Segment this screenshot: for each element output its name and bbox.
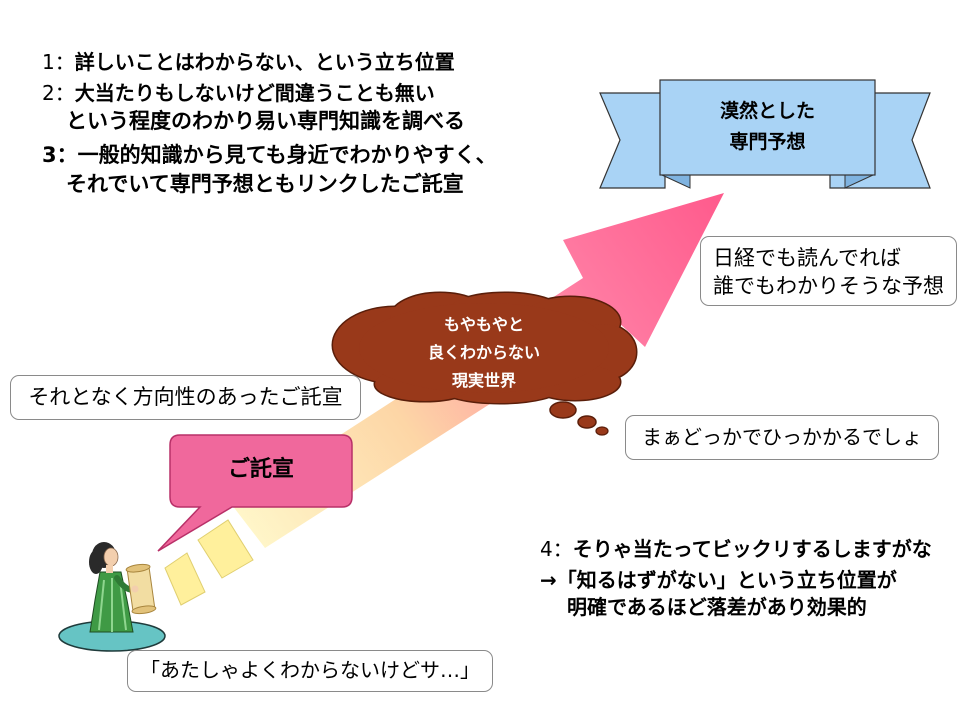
- scroll-paper: [126, 566, 156, 612]
- scroll-roll-bottom: [131, 605, 157, 615]
- arrow-fragment-tile: [164, 552, 206, 606]
- cloud-label-line-3: 現実世界: [451, 371, 516, 390]
- point-2-number: 2：: [42, 81, 75, 105]
- maybe-hit-note-box: まぁどっかでひっかかるでしょ: [625, 415, 939, 460]
- point-4: 4：そりゃ当たってビックリするしますがな: [540, 537, 932, 561]
- thought-bubble: [595, 426, 609, 436]
- cloud-label-line-1: もやもやと: [443, 315, 524, 334]
- point-3-continuation: それでいて専門予想ともリンクしたご託宣: [66, 172, 464, 196]
- direction-note-box: それとなく方向性のあったご託宣: [10, 375, 361, 420]
- figure-hand: [131, 585, 139, 593]
- thought-bubble: [549, 401, 577, 419]
- ribbon-left-fold: [661, 174, 691, 189]
- thought-bubble: [577, 415, 597, 429]
- oracle-callout-label: ご託宣: [227, 457, 294, 482]
- point-2: 2：大当たりもしないけど間違うことも無い: [42, 81, 435, 105]
- thought-cloud: [331, 291, 638, 436]
- figure-dress-stripes: [98, 578, 127, 632]
- point-4-text: そりゃ当たってビックリするしますがな: [572, 537, 932, 561]
- point-3-number: 3：: [42, 143, 78, 167]
- cloud-label: もやもやと 良くわからない 現実世界: [384, 311, 584, 395]
- cloud-label-line-2: 良くわからない: [427, 343, 540, 362]
- point-3: 3：一般的知識から見ても身近でわかりやすく、: [42, 142, 497, 168]
- ribbon-label-line-2: 専門予想: [729, 131, 806, 153]
- nikkei-note-box: 日経でも読んでれば 誰でもわかりそうな予想: [700, 236, 957, 306]
- point-3-text: 一般的知識から見ても身近でわかりやすく、: [77, 143, 497, 167]
- figure-face: [103, 547, 119, 567]
- oracle-callout-bubble: [157, 434, 353, 552]
- nikkei-note-line-2: 誰でもわかりそうな予想: [713, 274, 944, 298]
- point-4-line-3: 明確であるほど落差があり効果的: [567, 595, 867, 619]
- arrow-fragment-tile: [197, 519, 254, 579]
- point-1-text: 詳しいことはわからない、という立ち位置: [74, 50, 455, 74]
- point-4-line-2: →「知るはずがない」という立ち位置が: [540, 568, 897, 592]
- point-2-continuation: という程度のわかり易い専門知識を調べる: [66, 109, 465, 133]
- nikkei-note-line-1: 日経でも読んでれば: [713, 246, 901, 270]
- ribbon-banner: [599, 79, 931, 189]
- point-2-text: 大当たりもしないけど間違うことも無い: [74, 81, 435, 105]
- point-1-number: 1：: [42, 50, 75, 74]
- figure-neck: [106, 565, 113, 573]
- ribbon-label-line-1: 漠然とした: [719, 100, 815, 122]
- scroll-roll-top: [125, 563, 151, 573]
- ribbon-left-tail: [599, 92, 666, 189]
- point-1: 1：詳しいことはわからない、という立ち位置: [42, 50, 455, 74]
- point-4-number: 4：: [540, 537, 573, 561]
- ribbon-label: 漠然とした 専門予想: [660, 96, 875, 158]
- ribbon-center-panel: [659, 79, 876, 176]
- quote-box: 「あたしゃよくわからないけどサ…」: [127, 650, 493, 692]
- fortune-teller-figure-icon: [58, 542, 166, 652]
- scroll-icon: [125, 563, 157, 615]
